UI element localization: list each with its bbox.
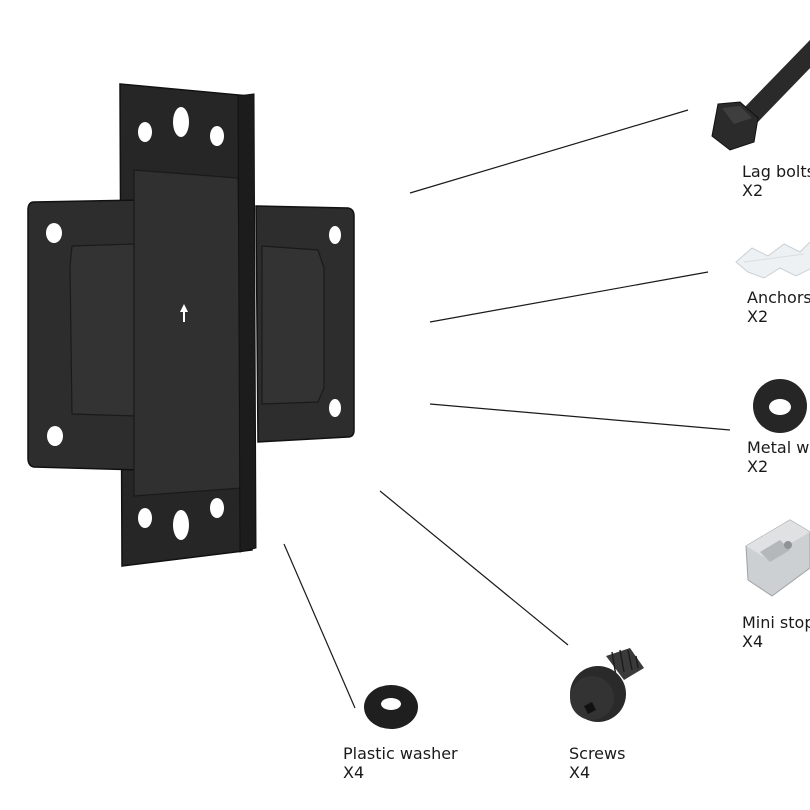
label-lag-bolts: Lag bolts X2	[742, 162, 810, 200]
lag-bolt-icon	[711, 40, 810, 151]
part-name: Mini stop	[742, 613, 810, 632]
wall-anchor-icon	[735, 241, 810, 279]
part-name: Plastic washer	[343, 744, 458, 763]
label-plastic-washer: Plastic washer X4	[343, 744, 458, 782]
part-quantity: X4	[742, 632, 764, 651]
label-metal-washer: Metal w X2	[747, 438, 809, 476]
mini-stop-icon	[745, 519, 810, 597]
label-anchors: Anchors X2	[747, 288, 810, 326]
part-quantity: X2	[742, 181, 764, 200]
wall-bracket-plate	[27, 83, 355, 567]
screw-icon	[570, 648, 644, 722]
leader-line-metal-washer	[429, 403, 731, 431]
label-screws: Screws X4	[569, 744, 625, 782]
plastic-washer-icon	[364, 685, 418, 729]
leader-line-screws	[379, 490, 569, 646]
part-quantity: X4	[343, 763, 365, 782]
part-name: Screws	[569, 744, 626, 763]
metal-washer-icon	[753, 379, 807, 433]
part-quantity: X2	[747, 307, 769, 326]
part-name: Metal w	[747, 438, 810, 457]
leader-line-lag-bolts	[409, 109, 689, 194]
leader-line-plastic-washer	[283, 543, 356, 709]
label-mini-stop: Mini stop X4	[742, 613, 810, 651]
part-quantity: X2	[747, 457, 769, 476]
part-name: Lag bolts	[742, 162, 810, 181]
part-quantity: X4	[569, 763, 591, 782]
part-name: Anchors	[747, 288, 810, 307]
leader-lines	[283, 109, 731, 709]
leader-line-anchors	[429, 271, 709, 323]
